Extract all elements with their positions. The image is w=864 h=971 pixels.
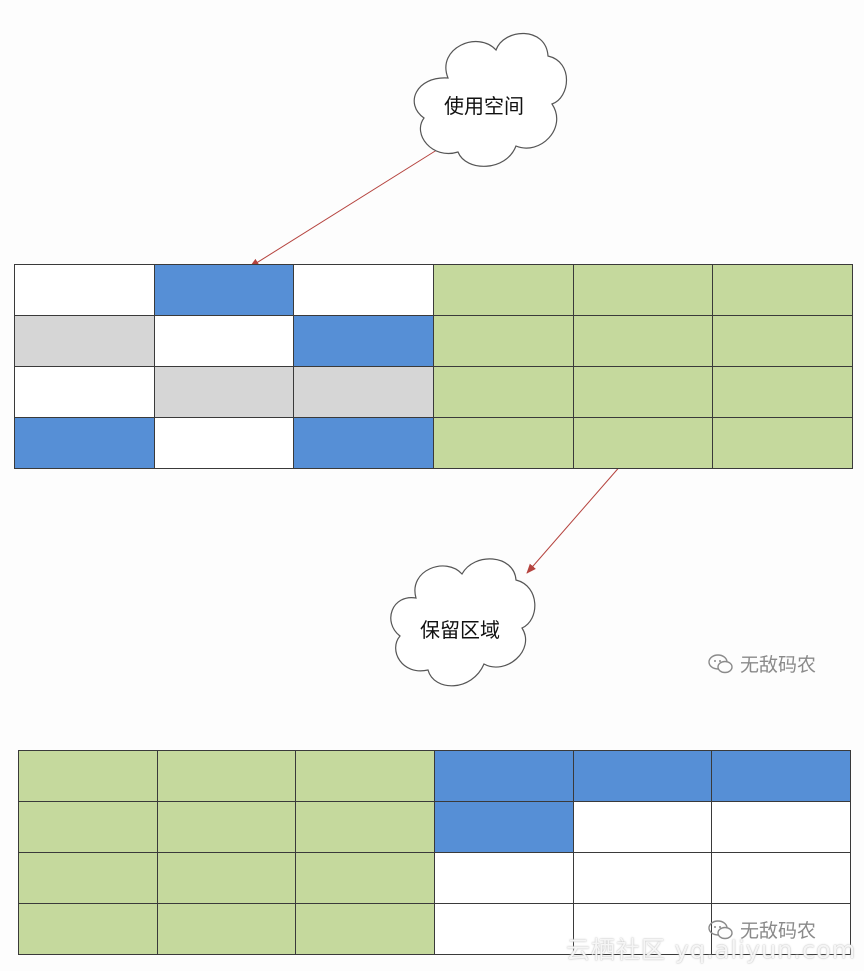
arrow-reserved-area	[526, 463, 623, 574]
bottom-grid-cell-used	[573, 750, 712, 802]
bottom-grid-cell-reserved	[18, 852, 158, 904]
top-grid-cell-free	[14, 264, 155, 316]
top-grid-cell-reserved	[573, 366, 713, 418]
top-grid-cell-deleted	[14, 315, 155, 367]
cloud-used-space-shape	[413, 32, 568, 167]
top-grid-cell-free	[154, 315, 294, 367]
top-grid-cell-deleted	[293, 366, 434, 418]
bottom-grid-cell-free	[711, 852, 851, 904]
bottom-grid-cell-used	[711, 750, 851, 802]
top-grid-cell-reserved	[433, 264, 574, 316]
bottom-grid-cell-free	[711, 903, 851, 955]
top-grid-cell-reserved	[712, 315, 853, 367]
cloud-reserved-area-shape	[390, 558, 536, 687]
top-grid-cell-used	[293, 315, 434, 367]
bottom-grid-cell-reserved	[18, 750, 158, 802]
top-grid-cell-reserved	[433, 315, 574, 367]
bottom-grid-cell-free	[434, 903, 574, 955]
watermark-bottom-text: 无敌码农	[740, 920, 817, 942]
bottom-grid-cell-reserved	[157, 750, 296, 802]
bottom-grid-cell-reserved	[295, 903, 435, 955]
top-grid-cell-reserved	[433, 417, 574, 469]
arrow-used-space	[249, 147, 441, 268]
watermark-bottom: 无敌码农	[708, 916, 816, 943]
bottom-grid-cell-used	[434, 801, 574, 853]
bottom-grid-cell-reserved	[157, 801, 296, 853]
top-grid-cell-used	[293, 417, 434, 469]
cloud-used-space-label: 使用空间	[444, 94, 524, 118]
bottom-grid-cell-reserved	[18, 903, 158, 955]
cloud-reserved-area-label: 保留区域	[420, 618, 500, 642]
bottom-grid-cell-free	[573, 801, 712, 853]
top-grid-cell-reserved	[433, 366, 574, 418]
bottom-grid-cell-free	[711, 801, 851, 853]
bottom-grid-cell-reserved	[295, 750, 435, 802]
watermark-middle: 无敌码农	[708, 650, 816, 677]
bottom-grid-cell-reserved	[157, 903, 296, 955]
top-memory-grid	[14, 264, 853, 469]
bottom-grid-cell-free	[573, 903, 712, 955]
top-grid-cell-free	[14, 366, 155, 418]
bottom-grid-cell-used	[434, 750, 574, 802]
bottom-grid-cell-reserved	[157, 852, 296, 904]
footer-watermark: 云栖社区 yq.aliyun.com	[566, 936, 857, 964]
top-grid-cell-used	[154, 264, 294, 316]
bottom-grid-cell-free	[573, 852, 712, 904]
bottom-memory-grid	[18, 750, 851, 955]
top-grid-cell-used	[14, 417, 155, 469]
bottom-grid-cell-free	[434, 852, 574, 904]
top-grid-cell-free	[154, 417, 294, 469]
top-grid-cell-reserved	[712, 264, 853, 316]
top-grid-cell-reserved	[573, 264, 713, 316]
top-grid-cell-reserved	[712, 366, 853, 418]
top-grid-cell-deleted	[154, 366, 294, 418]
wechat-icon	[708, 919, 733, 939]
bottom-grid-cell-reserved	[295, 852, 435, 904]
top-grid-cell-reserved	[573, 315, 713, 367]
watermark-middle-text: 无敌码农	[740, 654, 817, 676]
top-grid-cell-free	[293, 264, 434, 316]
top-grid-cell-reserved	[712, 417, 853, 469]
wechat-icon	[708, 653, 733, 673]
top-grid-cell-reserved	[573, 417, 713, 469]
bottom-grid-cell-reserved	[18, 801, 158, 853]
bottom-grid-cell-reserved	[295, 801, 435, 853]
